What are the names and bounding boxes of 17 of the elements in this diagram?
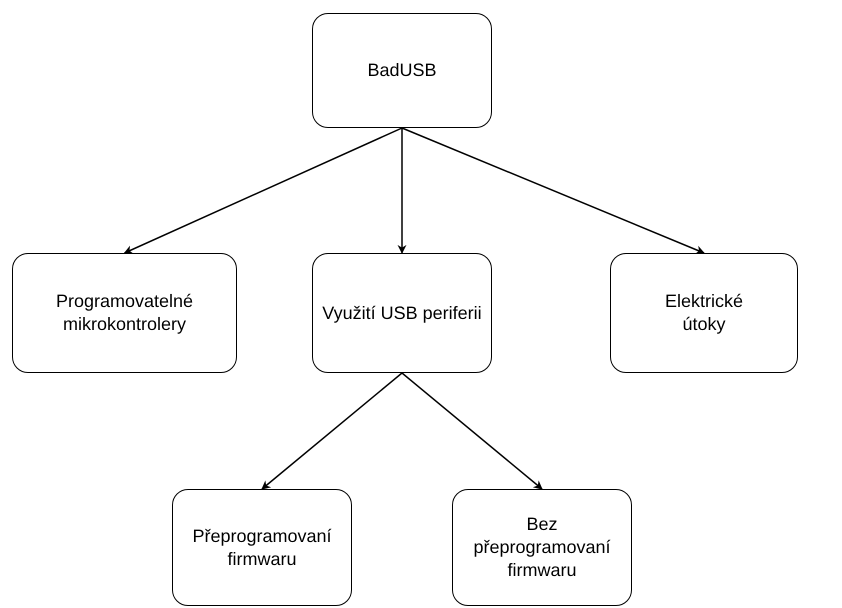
arrow bbox=[261, 372, 402, 490]
node-label: Bez přeprogramovaní firmwaru bbox=[472, 513, 612, 582]
rounded-box bbox=[610, 253, 798, 373]
arrow bbox=[402, 127, 705, 254]
node-label: Elektrické útoky bbox=[664, 290, 744, 336]
arrow bbox=[402, 372, 543, 490]
rounded-box bbox=[172, 489, 352, 606]
arrow bbox=[124, 127, 402, 254]
rounded-box bbox=[12, 253, 237, 373]
rounded-box bbox=[312, 253, 492, 373]
node-label: BadUSB bbox=[367, 59, 437, 82]
node-label: Využití USB periferii bbox=[322, 302, 482, 324]
node-label: Přeprogramovaní firmwaru bbox=[191, 524, 333, 570]
arrow bbox=[398, 128, 406, 254]
rounded-box bbox=[452, 489, 632, 606]
node-label: Programovatelné mikrokontrolery bbox=[54, 290, 194, 336]
rounded-box bbox=[312, 13, 492, 128]
